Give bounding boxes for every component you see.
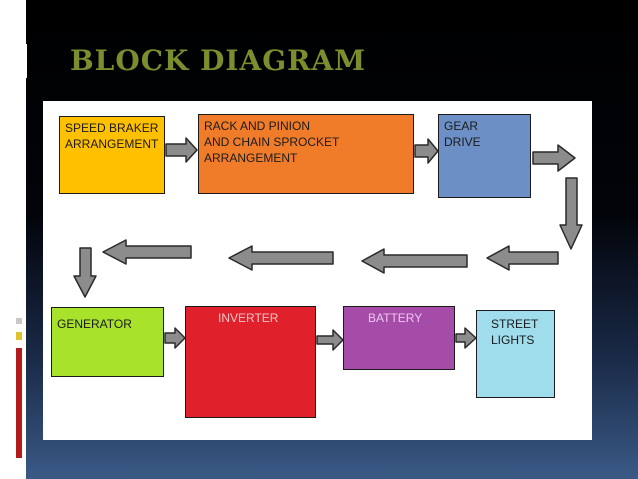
side-marker-decoration	[16, 318, 22, 458]
title-bar-decoration	[14, 44, 27, 78]
slide-title: BLOCK DIAGRAM	[70, 44, 367, 77]
generator-block: GENERATOR	[51, 307, 164, 377]
rack-pinion-block: RACK AND PINION AND CHAIN SPROCKET ARRAN…	[198, 114, 414, 194]
street-lights-block: STREET LIGHTS	[476, 310, 555, 398]
gear-drive-block: GEAR DRIVE	[438, 114, 531, 198]
inverter-block: INVERTER	[185, 306, 316, 418]
battery-block: BATTERY	[343, 306, 455, 370]
speed-braker-block: SPEED BRAKER ARRANGEMENT	[59, 116, 165, 194]
